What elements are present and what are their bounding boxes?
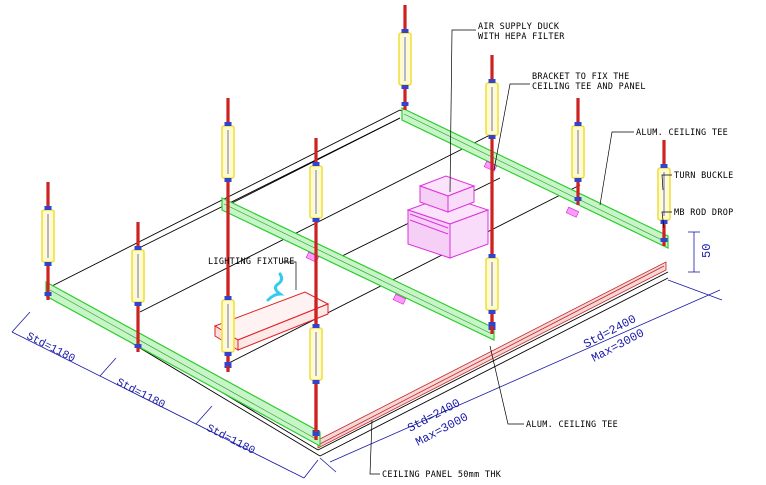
annotations: AIR SUPPLY DUCK WITH HEPA FILTER BRACKET… xyxy=(208,22,734,480)
hanger-rod xyxy=(221,272,235,370)
hanger-rod xyxy=(309,300,323,440)
air-supply-duct xyxy=(406,175,490,259)
label-lighting-fixture: LIGHTING FIXTURE xyxy=(208,257,295,267)
label-turn-buckle: TURN BUCKLE xyxy=(674,171,734,181)
label-air-supply-line2: WITH HEPA FILTER xyxy=(478,32,565,42)
hanger-rod xyxy=(485,230,499,330)
hanger-rod xyxy=(398,5,412,110)
hanger-rods xyxy=(41,5,671,440)
dim-width-2: Std=1180 xyxy=(114,377,167,412)
ceiling-tee-front-left xyxy=(45,280,321,448)
bracket xyxy=(565,206,580,218)
dim-panel-thickness: 50 xyxy=(700,244,714,258)
leader-lines xyxy=(282,29,672,475)
dim-width-3: Std=1180 xyxy=(204,423,257,458)
label-ceiling-tee-bottom: ALUM. CEILING TEE xyxy=(526,420,618,430)
aluminium-ceiling-tees xyxy=(45,107,669,448)
label-bracket-line2: CEILING TEE AND PANEL xyxy=(532,82,646,92)
hanger-rod xyxy=(131,222,145,352)
hanger-rod xyxy=(571,98,585,205)
label-air-supply-line1: AIR SUPPLY DUCK xyxy=(478,22,560,32)
label-ceiling-tee-top: ALUM. CEILING TEE xyxy=(636,128,728,138)
hanger-rod xyxy=(41,182,55,300)
label-rod-drop: MB ROD DROP xyxy=(674,208,734,218)
dimension-lines xyxy=(11,231,723,479)
hanger-rod xyxy=(657,140,671,246)
label-ceiling-panel: CEILING PANEL 50mm THK xyxy=(382,470,502,480)
bracket xyxy=(392,293,407,305)
hanger-rod xyxy=(485,55,499,334)
label-bracket-line1: BRACKET TO FIX THE xyxy=(532,72,630,82)
cable-icon xyxy=(266,272,285,302)
dim-width-1: Std=1180 xyxy=(24,331,77,366)
hanger-rod xyxy=(309,138,323,438)
hanger-rod xyxy=(221,98,235,372)
